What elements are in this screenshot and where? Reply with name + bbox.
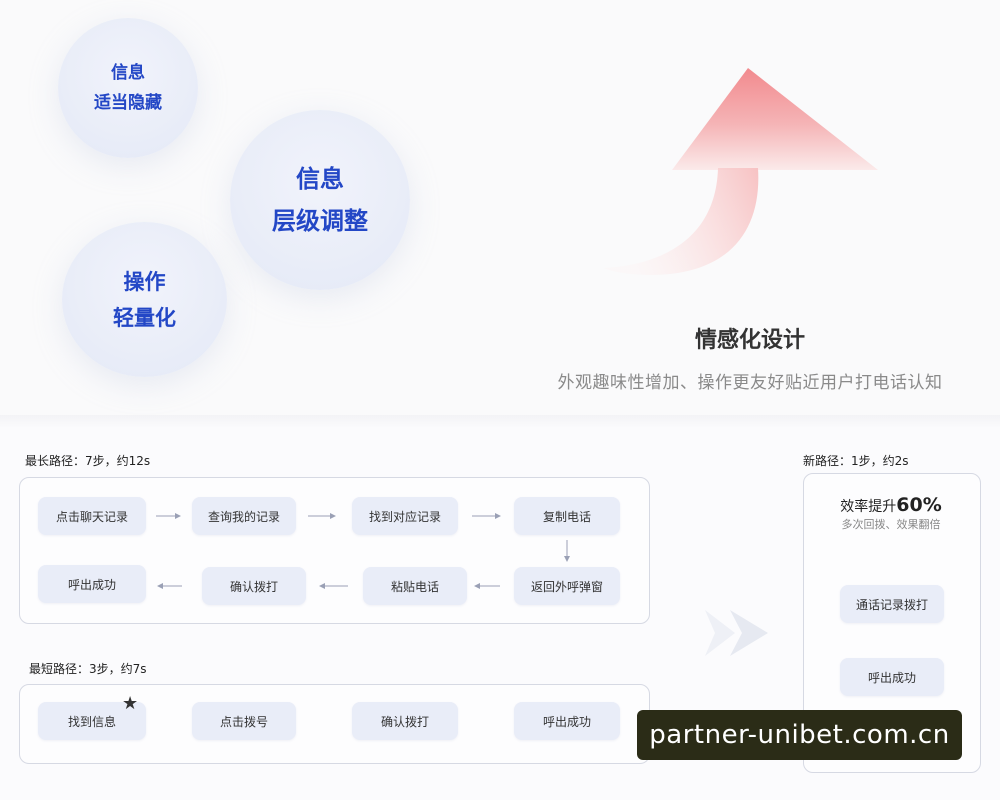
- longest-path-label: 最长路径：7步，约12s: [25, 454, 151, 468]
- double-chevron-icon: [705, 610, 768, 656]
- flow-step: 粘贴电话: [363, 567, 467, 605]
- star-icon: ★: [122, 693, 139, 714]
- flow-step: 确认拨打: [352, 702, 458, 740]
- bubble-line: 轻量化: [113, 305, 176, 330]
- flow-step: 复制电话: [514, 497, 620, 535]
- bubble-info-hide: 信息 适当隐藏: [58, 18, 198, 158]
- flow-step: 通话记录拨打: [840, 585, 944, 623]
- upward-arrow-icon: [604, 68, 878, 275]
- watermark: partner-unibet.com.cn: [637, 710, 962, 760]
- bubble-line: 信息: [111, 63, 145, 83]
- bubble-light-operation: 操作 轻量化: [62, 222, 227, 377]
- flow-step: 返回外呼弹窗: [514, 567, 620, 605]
- section-divider: [0, 415, 1000, 427]
- new-path-label: 新路径：1步，约2s: [803, 454, 909, 468]
- efficiency-value: 60%: [896, 494, 942, 516]
- flow-step: 点击聊天记录: [38, 497, 146, 535]
- bubble-line: 操作: [123, 269, 166, 294]
- efficiency-title: 效率提升60%: [803, 494, 979, 516]
- flow-step: 查询我的记录: [192, 497, 296, 535]
- flow-step: 呼出成功: [514, 702, 620, 740]
- flow-step: 呼出成功: [840, 658, 944, 696]
- shortest-path-label: 最短路径：3步，约7s: [29, 662, 147, 676]
- bubble-line: 层级调整: [272, 207, 368, 235]
- bubble-info-hierarchy: 信息 层级调整: [230, 110, 410, 290]
- flow-step: 呼出成功: [38, 565, 146, 603]
- efficiency-prefix: 效率提升: [840, 499, 897, 515]
- bubble-line: 适当隐藏: [94, 93, 162, 113]
- flow-step: 找到对应记录: [352, 497, 458, 535]
- bubble-line: 信息: [296, 165, 344, 193]
- flow-step: 确认拨打: [202, 567, 306, 605]
- flow-step: 点击拨号: [192, 702, 296, 740]
- emotional-design-title: 情感化设计: [694, 328, 805, 353]
- emotional-design-subtitle: 外观趣味性增加、操作更友好贴近用户打电话认知: [557, 373, 943, 393]
- efficiency-subtitle: 多次回拨、效果翻倍: [841, 518, 941, 531]
- flow-step: 找到信息: [38, 702, 146, 740]
